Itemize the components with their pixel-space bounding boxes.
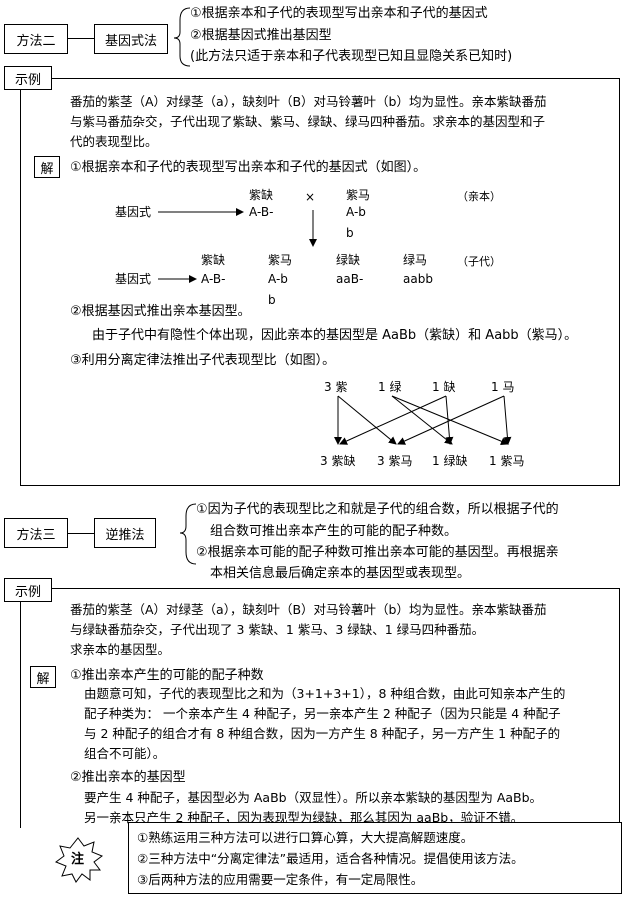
row-label: 基因式 [115, 205, 152, 219]
solution-label-box: 解 [30, 666, 56, 688]
offspring-tag: （子代） [457, 255, 501, 268]
step2: ②根据基因式推出亲本基因型。 [70, 304, 251, 319]
parent2-phenotype: 紫马 [346, 188, 371, 202]
problem-line: 代的表现型比。 [70, 134, 158, 149]
note-item: ②三种方法中“分离定律法”最适用，适合各种情况。提倡使用该方法。 [137, 851, 524, 866]
problem-line: 番茄的紫茎（A）对绿茎（a），缺刻叶（B）对马铃薯叶（b）均为显性。亲本紫缺番茄 [70, 94, 547, 109]
detail-line: 由题意可知，子代的表现型比之和为（3+1+3+1），8 种组合数，由此可知亲本产… [84, 686, 566, 701]
problem-line: 与绿缺番茄杂交，子代出现了 3 紫缺、1 紫马、3 绿缺、1 绿马四种番茄。 [70, 622, 485, 637]
offspring4-phenotype: 绿马 [403, 253, 428, 267]
method2-label-box: 方法二 [4, 24, 68, 54]
connector-line [68, 38, 94, 39]
step2-detail: 由于子代中有隐性个体出现，因此亲本的基因型是 AaBb（紫缺）和 Aabb（紫马… [92, 328, 578, 343]
offspring4-genotype: aabb [403, 272, 433, 286]
ratio-top-3: 1 缺 [432, 380, 456, 394]
example2-label-box: 示例 [4, 578, 52, 602]
method3-rule-1: ①因为子代的表现型比之和就是子代的组合数，所以根据子代的 [196, 502, 559, 517]
example2-label: 示例 [14, 584, 41, 600]
method3-rule-1-cont: 组合数可推出亲本产生的可能的配子种数。 [210, 524, 458, 539]
ratio-bottom-2: 3 紫马 [377, 454, 413, 468]
note-item: ③后两种方法的应用需要一定条件，有一定局限性。 [137, 872, 424, 887]
detail-line: 配子种类为： 一个亲本产生 4 种配子，另一亲本产生 2 种配子（因为只能是 4… [84, 706, 561, 721]
ratio-bottom-4: 1 紫马 [489, 454, 525, 468]
solution-label-box: 解 [34, 156, 60, 178]
detail-line: 与 2 种配子的组合才有 8 种组合数，因为一方产生 8 种配子，另一方产生 1… [84, 726, 561, 741]
parent-tag: （亲本） [457, 190, 501, 203]
ratio-top-1: 3 紫 [324, 380, 348, 394]
step2-detail: 要产生 4 种配子，基因型必为 AaBb（双显性）。所以亲本紫缺的基因型为 Aa… [84, 788, 618, 828]
ratio-top-2: 1 绿 [378, 380, 402, 394]
method3-rule-2: ②根据亲本可能的配子种数可推出亲本可能的基因型。再根据亲 [196, 545, 559, 560]
parent1-genotype: A-B- [249, 205, 274, 219]
method2-rule-3: (此方法只适于亲本和子代表现型已知且显隐关系已知时) [190, 49, 513, 64]
example1-frame [20, 78, 620, 486]
ratio-top-4: 1 马 [491, 380, 515, 394]
ratio-bottom-1: 3 紫缺 [320, 454, 356, 468]
solution-label: 解 [40, 161, 54, 177]
note-item: ①熟练运用三种方法可以进行口算心算，大大提高解题速度。 [137, 830, 474, 845]
brace [179, 503, 197, 565]
problem-line: 求亲本的基因型。 [70, 642, 171, 657]
step3: ③利用分离定律法推出子代表现型比（如图）。 [70, 353, 336, 368]
example2-problem: 番茄的紫茎（A）对绿茎（a），缺刻叶（B）对马铃薯叶（b）均为显性。亲本紫缺番茄… [70, 600, 618, 660]
method2-label: 方法二 [16, 33, 56, 49]
offspring3-phenotype: 绿缺 [336, 253, 361, 267]
step2: ②推出亲本的基因型 [70, 770, 186, 785]
row-label: 基因式 [115, 272, 152, 286]
method3-name-box: 逆推法 [94, 518, 156, 548]
example1-label: 示例 [14, 72, 41, 88]
example2-frame [20, 588, 620, 828]
connector-line [68, 533, 94, 534]
brace [173, 7, 191, 67]
example1-label-box: 示例 [4, 66, 52, 90]
parent2-genotype: A-b [346, 205, 366, 219]
offspring3-genotype: aaB- [336, 272, 364, 286]
method3-label-box: 方法三 [4, 518, 68, 548]
method2-name: 基因式法 [104, 33, 157, 49]
detail-line: 另一亲本只产生 2 种配子，因为表现型为绿缺，那么其因为 aaBb，验证不错。 [84, 810, 524, 825]
method3-rule-2-cont: 本相关信息最后确定亲本的基因型或表现型。 [210, 566, 471, 581]
offspring1-phenotype: 紫缺 [201, 253, 226, 267]
note-box: ①熟练运用三种方法可以进行口算心算，大大提高解题速度。 ②三种方法中“分离定律法… [128, 822, 622, 894]
offspring1-genotype: A-B- [201, 272, 226, 286]
parent2-genotype-extra: b [346, 226, 354, 240]
offspring2-genotype: A-b [268, 272, 288, 286]
method2-rule-1: ①根据亲本和子代的表现型写出亲本和子代的基因式 [190, 6, 488, 21]
detail-line: 组合不可能）。 [84, 746, 166, 761]
step1: ①根据亲本和子代的表现型写出亲本和子代的基因式（如图）。 [70, 160, 427, 175]
step1: ①推出亲本产生的可能的配子种数 [70, 668, 264, 683]
offspring2-phenotype: 紫马 [268, 253, 293, 267]
method2-rule-2: ②根据基因式推出基因型 [190, 28, 332, 43]
cross-symbol: × [305, 190, 316, 204]
ratio-bottom-3: 1 绿缺 [432, 454, 468, 468]
method2-name-box: 基因式法 [94, 24, 168, 54]
offspring2-genotype-extra: b [268, 293, 276, 307]
problem-line: 与紫马番茄杂交，子代出现了紫缺、紫马、绿缺、绿马四种番茄。求亲本的基因型和子 [70, 114, 546, 129]
solution-label: 解 [36, 671, 50, 687]
step1-detail: 由题意可知，子代的表现型比之和为（3+1+3+1），8 种组合数，由此可知亲本产… [84, 684, 618, 764]
note-label: 注 [71, 852, 85, 867]
problem-line: 番茄的紫茎（A）对绿茎（a），缺刻叶（B）对马铃薯叶（b）均为显性。亲本紫缺番茄 [70, 602, 547, 617]
parent1-phenotype: 紫缺 [249, 188, 274, 202]
method3-name: 逆推法 [105, 527, 145, 543]
example1-problem: 番茄的紫茎（A）对绿茎（a），缺刻叶（B）对马铃薯叶（b）均为显性。亲本紫缺番茄… [70, 92, 618, 152]
method3-label: 方法三 [16, 527, 56, 543]
detail-line: 要产生 4 种配子，基因型必为 AaBb（双显性）。所以亲本紫缺的基因型为 Aa… [84, 790, 543, 805]
